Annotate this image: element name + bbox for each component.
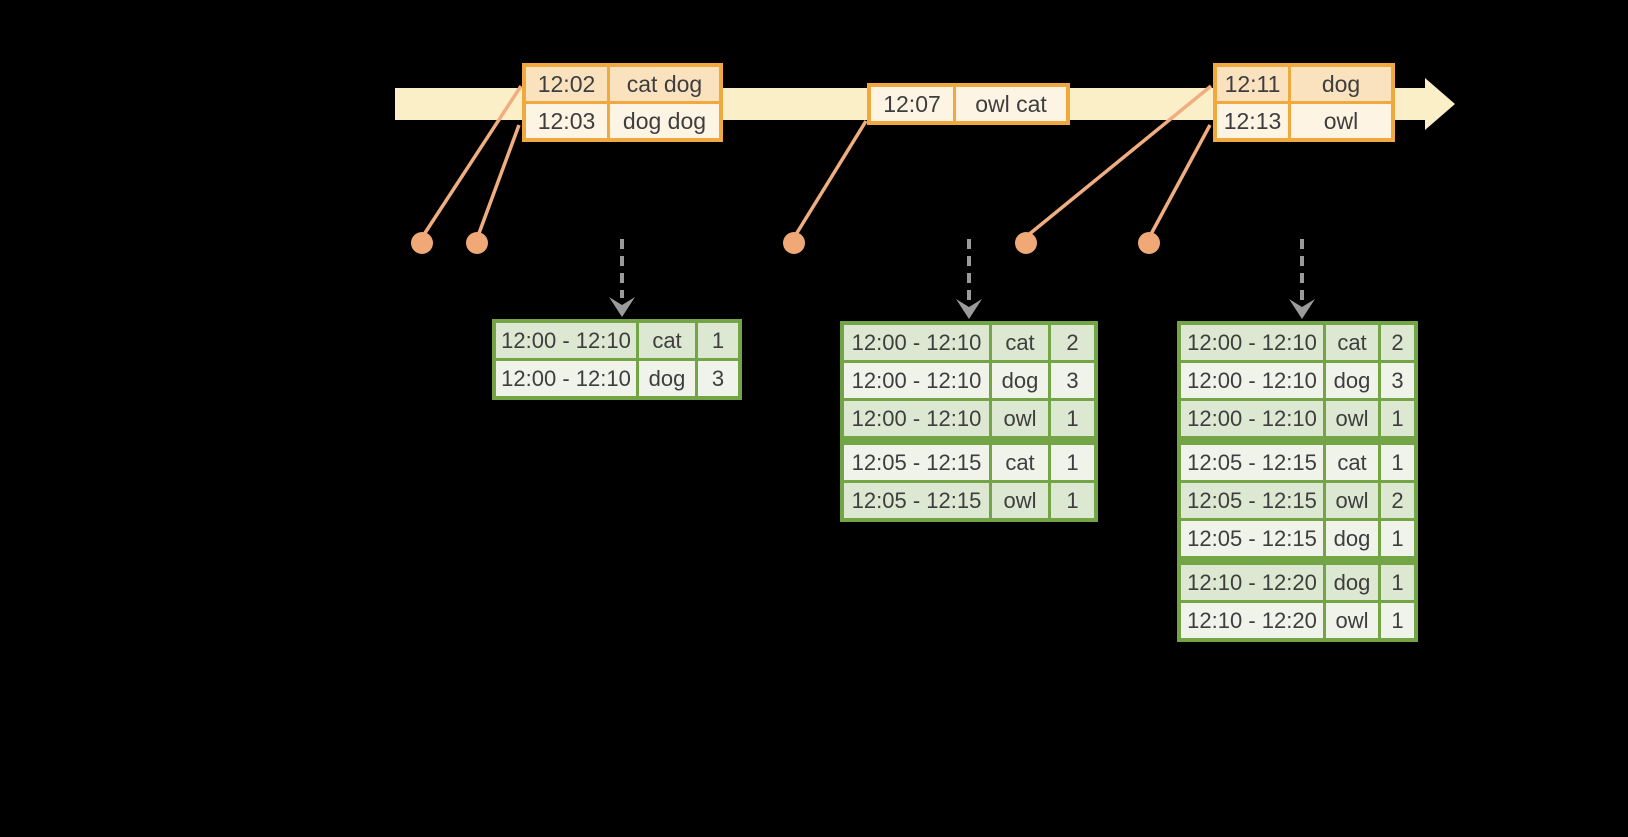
event-connector-line bbox=[793, 120, 868, 237]
count-cell: 1 bbox=[698, 323, 738, 358]
count-cell: 1 bbox=[1051, 483, 1094, 518]
count-cell: 3 bbox=[1381, 363, 1414, 398]
event-words-cell: owl bbox=[1291, 104, 1391, 138]
event-connector-lines bbox=[421, 84, 1213, 238]
event-connector-line bbox=[1025, 84, 1213, 238]
trigger-arrowhead-icon bbox=[609, 297, 635, 317]
trigger-arrows bbox=[609, 239, 1315, 319]
word-cell: dog bbox=[1326, 565, 1378, 600]
word-cell: owl bbox=[1326, 401, 1378, 436]
count-cell: 3 bbox=[1051, 363, 1094, 398]
window-cell: 12:05 - 12:15 bbox=[1181, 521, 1323, 556]
word-cell: cat bbox=[639, 323, 695, 358]
event-dot bbox=[411, 232, 433, 254]
window-cell: 12:00 - 12:10 bbox=[496, 323, 636, 358]
event-connector-line bbox=[1148, 124, 1212, 237]
event-words-cell: cat dog bbox=[610, 67, 719, 101]
event-words-cell: dog dog bbox=[610, 104, 719, 138]
count-cell: 2 bbox=[1051, 325, 1094, 360]
word-cell: cat bbox=[1326, 445, 1378, 480]
event-time-cell: 12:11 bbox=[1217, 67, 1288, 101]
event-dot bbox=[1015, 232, 1037, 254]
count-cell: 2 bbox=[1381, 483, 1414, 518]
trigger-arrowhead-icon bbox=[1289, 299, 1315, 319]
event-time-cell: 12:13 bbox=[1217, 104, 1288, 138]
word-cell: owl bbox=[992, 483, 1048, 518]
window-cell: 12:05 - 12:15 bbox=[844, 483, 989, 518]
window-cell: 12:00 - 12:10 bbox=[844, 363, 989, 398]
count-cell: 3 bbox=[698, 361, 738, 396]
word-cell: owl bbox=[992, 401, 1048, 436]
count-cell: 1 bbox=[1381, 565, 1414, 600]
window-group-separator bbox=[1181, 439, 1414, 442]
window-group-separator bbox=[1181, 559, 1414, 562]
event-time-cell: 12:07 bbox=[871, 87, 953, 121]
word-cell: dog bbox=[639, 361, 695, 396]
event-connector-line bbox=[476, 124, 521, 237]
window-cell: 12:00 - 12:10 bbox=[844, 401, 989, 436]
word-cell: cat bbox=[992, 325, 1048, 360]
count-cell: 1 bbox=[1381, 603, 1414, 638]
window-cell: 12:10 - 12:20 bbox=[1181, 565, 1323, 600]
event-dot bbox=[783, 232, 805, 254]
count-cell: 1 bbox=[1051, 445, 1094, 480]
event-dots bbox=[411, 232, 1160, 254]
trigger-arrowhead-icon bbox=[956, 299, 982, 319]
word-cell: dog bbox=[1326, 521, 1378, 556]
window-cell: 12:00 - 12:10 bbox=[496, 361, 636, 396]
word-cell: owl bbox=[1326, 483, 1378, 518]
word-cell: dog bbox=[1326, 363, 1378, 398]
event-words-cell: dog bbox=[1291, 67, 1391, 101]
count-cell: 1 bbox=[1381, 401, 1414, 436]
count-cell: 2 bbox=[1381, 325, 1414, 360]
window-cell: 12:00 - 12:10 bbox=[1181, 325, 1323, 360]
event-time-cell: 12:03 bbox=[526, 104, 607, 138]
event-time-cell: 12:02 bbox=[526, 67, 607, 101]
word-cell: cat bbox=[1326, 325, 1378, 360]
window-cell: 12:05 - 12:15 bbox=[844, 445, 989, 480]
window-group-separator bbox=[844, 439, 1094, 442]
event-dot bbox=[466, 232, 488, 254]
event-words-cell: owl cat bbox=[956, 87, 1066, 121]
window-cell: 12:05 - 12:15 bbox=[1181, 445, 1323, 480]
timeline-arrowhead-icon bbox=[1425, 78, 1455, 130]
window-cell: 12:05 - 12:15 bbox=[1181, 483, 1323, 518]
count-cell: 1 bbox=[1051, 401, 1094, 436]
window-cell: 12:00 - 12:10 bbox=[1181, 401, 1323, 436]
window-cell: 12:00 - 12:10 bbox=[844, 325, 989, 360]
word-cell: owl bbox=[1326, 603, 1378, 638]
count-cell: 1 bbox=[1381, 445, 1414, 480]
event-connector-line bbox=[421, 85, 523, 237]
word-cell: cat bbox=[992, 445, 1048, 480]
window-cell: 12:00 - 12:10 bbox=[1181, 363, 1323, 398]
word-cell: dog bbox=[992, 363, 1048, 398]
window-cell: 12:10 - 12:20 bbox=[1181, 603, 1323, 638]
event-dot bbox=[1138, 232, 1160, 254]
count-cell: 1 bbox=[1381, 521, 1414, 556]
